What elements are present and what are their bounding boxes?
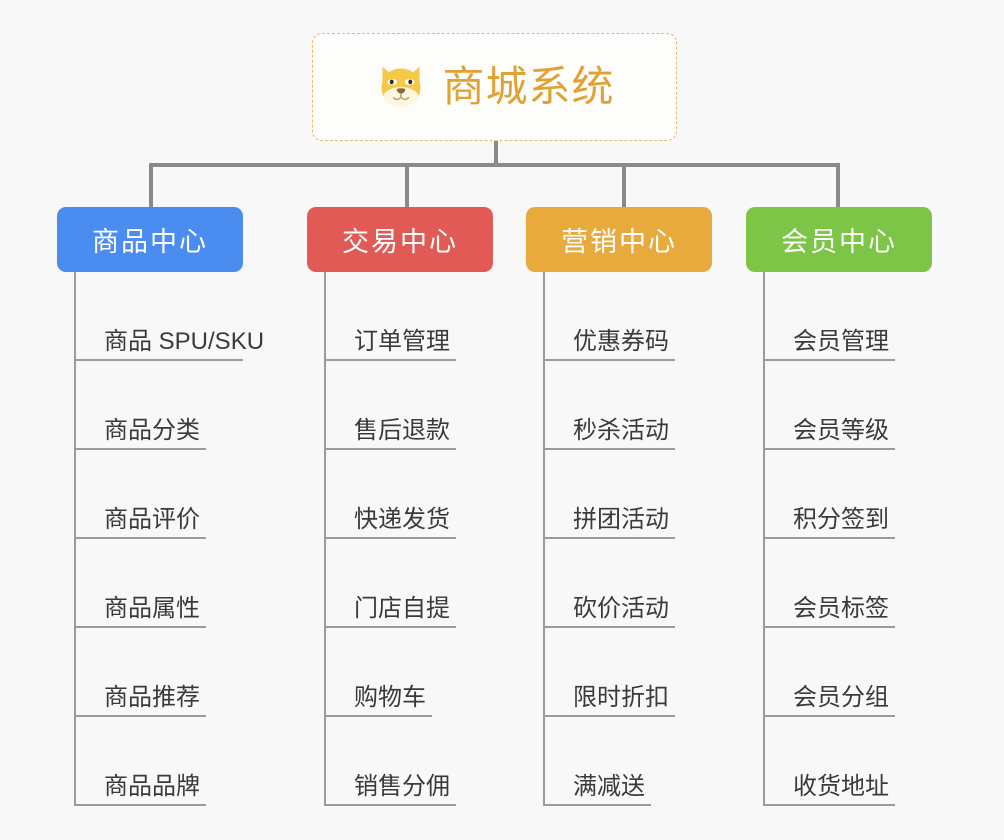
leaf-label: 订单管理 bbox=[354, 327, 450, 355]
list-item[interactable]: 商品属性 bbox=[74, 539, 243, 628]
list-item[interactable]: 积分签到 bbox=[763, 450, 932, 539]
leaf-label: 销售分佣 bbox=[354, 772, 450, 800]
leaf-label: 商品品牌 bbox=[104, 772, 200, 800]
list-item[interactable]: 会员等级 bbox=[763, 361, 932, 450]
leaf-label: 拼团活动 bbox=[573, 505, 669, 533]
list-item[interactable]: 秒杀活动 bbox=[543, 361, 712, 450]
leaf-label: 购物车 bbox=[354, 683, 426, 711]
branch-body-4: 会员管理 会员等级 积分签到 会员标签 会员分组 收货地址 bbox=[763, 272, 932, 806]
leaf-label: 秒杀活动 bbox=[573, 416, 669, 444]
connector-horizontal-bus bbox=[149, 163, 836, 167]
leaf-label: 积分签到 bbox=[793, 505, 889, 533]
list-item[interactable]: 满减送 bbox=[543, 717, 712, 806]
branch-body-1: 商品 SPU/SKU 商品分类 商品评价 商品属性 商品推荐 商品品牌 bbox=[74, 272, 264, 806]
leaf-label: 门店自提 bbox=[354, 594, 450, 622]
leaf-label: 商品推荐 bbox=[104, 683, 200, 711]
branch-column-4: 会员中心 会员管理 会员等级 积分签到 会员标签 会员分组 收货地址 bbox=[746, 207, 932, 806]
list-item[interactable]: 会员管理 bbox=[763, 272, 932, 361]
list-item[interactable]: 快递发货 bbox=[324, 450, 493, 539]
leaf-label: 优惠券码 bbox=[573, 327, 669, 355]
list-item[interactable]: 商品推荐 bbox=[74, 628, 243, 717]
connector-root-stem bbox=[494, 141, 498, 165]
branch-header-3[interactable]: 营销中心 bbox=[526, 207, 712, 272]
list-item[interactable]: 商品分类 bbox=[74, 361, 243, 450]
branch-spine-1 bbox=[74, 272, 76, 806]
leaf-label: 收货地址 bbox=[793, 772, 889, 800]
list-item[interactable]: 购物车 bbox=[324, 628, 493, 717]
branch-body-2: 订单管理 售后退款 快递发货 门店自提 购物车 销售分佣 bbox=[324, 272, 493, 806]
branch-header-label-1: 商品中心 bbox=[92, 227, 208, 257]
list-item[interactable]: 优惠券码 bbox=[543, 272, 712, 361]
list-item[interactable]: 砍价活动 bbox=[543, 539, 712, 628]
branch-header-label-2: 交易中心 bbox=[342, 227, 458, 257]
leaf-label: 会员管理 bbox=[793, 327, 889, 355]
list-item[interactable]: 售后退款 bbox=[324, 361, 493, 450]
list-item[interactable]: 商品品牌 bbox=[74, 717, 243, 806]
leaf-label: 会员等级 bbox=[793, 416, 889, 444]
leaf-label: 商品 SPU/SKU bbox=[104, 327, 265, 355]
list-item[interactable]: 拼团活动 bbox=[543, 450, 712, 539]
list-item[interactable]: 商品评价 bbox=[74, 450, 243, 539]
leaf-label: 会员分组 bbox=[793, 683, 889, 711]
connector-drop-1 bbox=[149, 163, 153, 207]
leaf-label: 限时折扣 bbox=[573, 683, 669, 711]
connector-drop-3 bbox=[622, 163, 626, 207]
leaf-label: 砍价活动 bbox=[573, 594, 669, 622]
branch-body-3: 优惠券码 秒杀活动 拼团活动 砍价活动 限时折扣 满减送 bbox=[543, 272, 712, 806]
branch-header-1[interactable]: 商品中心 bbox=[57, 207, 243, 272]
connector-drop-4 bbox=[836, 163, 840, 207]
branch-header-2[interactable]: 交易中心 bbox=[307, 207, 493, 272]
list-item[interactable]: 销售分佣 bbox=[324, 717, 493, 806]
leaf-label: 满减送 bbox=[573, 772, 645, 800]
list-item[interactable]: 订单管理 bbox=[324, 272, 493, 361]
branch-header-label-4: 会员中心 bbox=[781, 227, 897, 257]
branch-column-3: 营销中心 优惠券码 秒杀活动 拼团活动 砍价活动 限时折扣 满减送 bbox=[526, 207, 712, 806]
branch-spine-4 bbox=[763, 272, 765, 806]
leaf-label: 商品分类 bbox=[104, 416, 200, 444]
leaf-label: 商品属性 bbox=[104, 594, 200, 622]
connector-drop-2 bbox=[405, 163, 409, 207]
branch-spine-3 bbox=[543, 272, 545, 806]
leaf-label: 会员标签 bbox=[793, 594, 889, 622]
list-item[interactable]: 商品 SPU/SKU bbox=[74, 272, 264, 361]
leaf-label: 商品评价 bbox=[104, 505, 200, 533]
leaf-label: 快递发货 bbox=[354, 505, 450, 533]
branch-header-4[interactable]: 会员中心 bbox=[746, 207, 932, 272]
branch-header-label-3: 营销中心 bbox=[561, 227, 677, 257]
branch-spine-2 bbox=[324, 272, 326, 806]
list-item[interactable]: 限时折扣 bbox=[543, 628, 712, 717]
branch-column-1: 商品中心 商品 SPU/SKU 商品分类 商品评价 商品属性 商品推荐 商品品牌 bbox=[57, 207, 264, 806]
list-item[interactable]: 会员标签 bbox=[763, 539, 932, 628]
list-item[interactable]: 收货地址 bbox=[763, 717, 932, 806]
list-item[interactable]: 门店自提 bbox=[324, 539, 493, 628]
list-item[interactable]: 会员分组 bbox=[763, 628, 932, 717]
root-node[interactable]: 商城系统 bbox=[312, 33, 677, 141]
dog-face-icon bbox=[374, 60, 428, 114]
branch-column-2: 交易中心 订单管理 售后退款 快递发货 门店自提 购物车 销售分佣 bbox=[307, 207, 493, 806]
root-title: 商城系统 bbox=[442, 63, 615, 110]
leaf-label: 售后退款 bbox=[354, 416, 450, 444]
